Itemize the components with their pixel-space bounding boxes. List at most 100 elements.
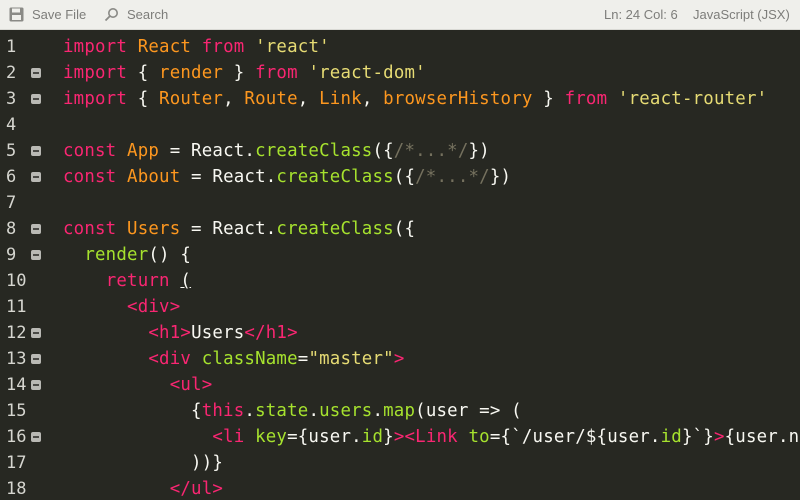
code-line[interactable]: 6 const About = React.createClass({/*...*… [0,164,800,190]
code-text: const App = React.createClass({/*...*/}) [63,138,490,164]
code-token: Users [191,323,245,343]
line-number: 6 [6,167,17,187]
code-text: <h1>Users</h1> [63,320,298,346]
code-line[interactable]: 4 [0,112,800,138]
code-line[interactable]: 17 ))} [0,450,800,476]
save-file-button[interactable]: Save File [9,0,86,29]
line-number: 8 [6,219,17,239]
code-text: const About = React.createClass({/*...*/… [63,164,511,190]
code-line[interactable]: 15 {this.state.users.map(user => ( [0,398,800,424]
code-token [63,479,170,499]
code-token: <li [212,427,245,447]
code-token [170,271,181,291]
code-token [116,167,127,187]
code-token: browserHistory [383,89,533,109]
code-token: /*...*/ [393,141,469,161]
code-token: ={user. [287,427,362,447]
search-icon [104,8,118,22]
code-token: }) [468,141,490,161]
code-token: Link [319,89,362,109]
code-token [63,245,84,265]
code-token: state [255,401,309,421]
code-token: ))} [63,453,224,473]
code-token: Router [159,89,224,109]
code-token: ><Link [393,427,458,447]
code-token [191,349,202,369]
fold-toggle-icon[interactable] [31,68,41,78]
code-token: to [468,427,490,447]
code-token: = React. [180,167,277,187]
code-token [607,89,618,109]
language-mode[interactable]: JavaScript (JSX) [693,7,790,22]
code-line[interactable]: 10 return ( [0,268,800,294]
code-line[interactable]: 16 <li key={user.id}><Link to={`/user/${… [0,424,800,450]
code-token: > [713,427,725,447]
code-line[interactable]: 13 <div className="master"> [0,346,800,372]
code-token: (user => ( [415,401,522,421]
code-token: id [361,427,384,447]
code-text: const Users = React.createClass({ [63,216,415,242]
code-token: ({ [372,141,394,161]
code-token: () { [148,245,192,265]
line-number: 14 [6,375,27,395]
fold-toggle-icon[interactable] [31,354,41,364]
code-token: createClass [276,219,394,239]
code-token: Users [127,219,181,239]
code-token: render [84,245,149,265]
code-token [244,37,255,57]
code-token: <div> [127,297,181,317]
code-token [244,427,255,447]
line-number: 11 [6,297,27,317]
line-number: 17 [6,453,27,473]
fold-toggle-icon[interactable] [31,146,41,156]
code-token: <ul> [169,375,213,395]
fold-toggle-icon[interactable] [31,380,41,390]
search-button[interactable]: Search [104,0,168,29]
code-line[interactable]: 12 <h1>Users</h1> [0,320,800,346]
code-line[interactable]: 14 <ul> [0,372,800,398]
code-token: id [660,427,682,447]
code-token [63,375,170,395]
fold-toggle-icon[interactable] [31,250,41,260]
code-token: </ul> [169,479,224,499]
code-token: React [137,37,192,57]
fold-toggle-icon[interactable] [31,432,41,442]
code-token: className [201,349,298,369]
fold-toggle-icon[interactable] [31,224,41,234]
code-token [298,63,309,83]
code-text: <div className="master"> [63,346,404,372]
code-token: import [63,63,128,83]
code-token: = React. [180,219,277,239]
fold-toggle-icon[interactable] [31,172,41,182]
line-number: 15 [6,401,27,421]
code-text: <li key={user.id}><Link to={`/user/${use… [63,424,800,450]
code-token: , [223,89,245,109]
code-token: }) [489,167,512,187]
code-token [63,271,106,291]
code-line[interactable]: 7 [0,190,800,216]
line-number: 7 [6,193,17,213]
fold-toggle-icon[interactable] [31,328,41,338]
code-text: </ul> [63,476,223,500]
code-token [191,37,202,57]
code-text: import { render } from 'react-dom' [63,60,426,86]
code-token [458,427,469,447]
code-line[interactable]: 9 render() { [0,242,800,268]
code-line[interactable]: 8 const Users = React.createClass({ [0,216,800,242]
code-token: . [244,401,256,421]
code-token: import [63,89,128,109]
search-label: Search [127,7,169,22]
code-token: 'react-router' [617,89,768,109]
line-number: 3 [6,89,17,109]
code-text: ))} [63,450,223,476]
code-line[interactable]: 11 <div> [0,294,800,320]
fold-toggle-icon[interactable] [31,94,41,104]
code-token: ({ [393,167,416,187]
code-token: render [159,63,224,83]
code-line[interactable]: 18 </ul> [0,476,800,500]
